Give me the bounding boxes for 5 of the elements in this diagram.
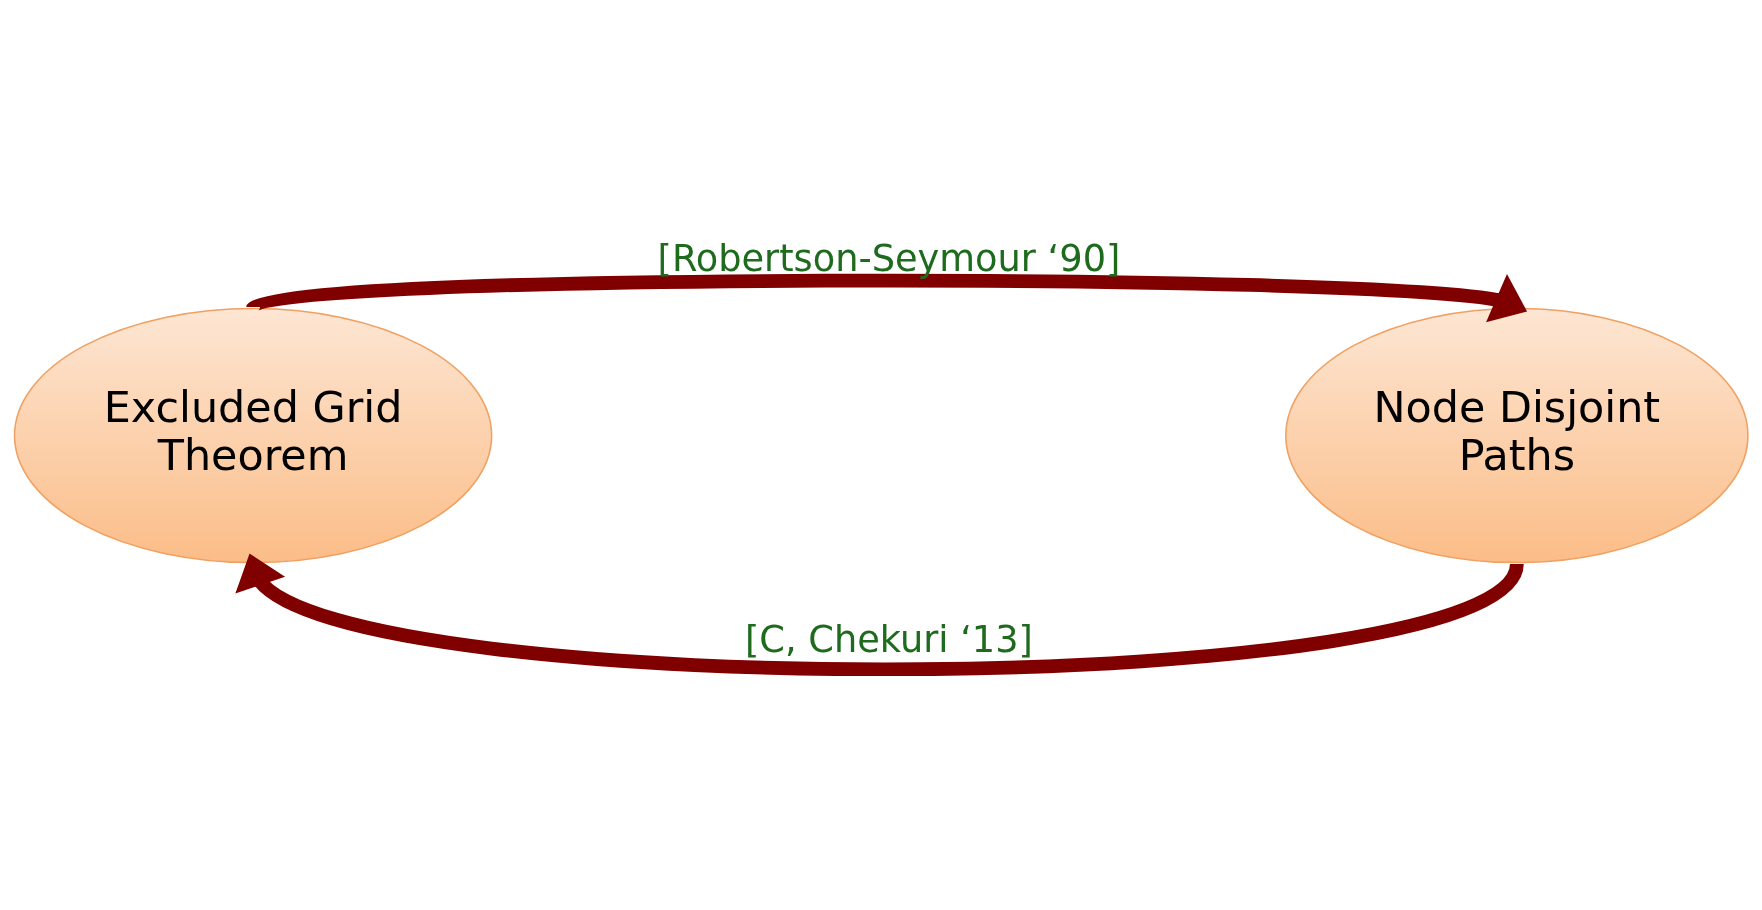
edge-label: [C, Chekuri ‘13] (745, 617, 1033, 661)
arrow (235, 553, 1523, 676)
node-ellipse: Excluded Grid Theorem (13, 307, 493, 563)
node-ellipse: Node Disjoint Paths (1285, 307, 1749, 563)
edge-label: [Robertson-Seymour ‘90] (657, 236, 1121, 280)
